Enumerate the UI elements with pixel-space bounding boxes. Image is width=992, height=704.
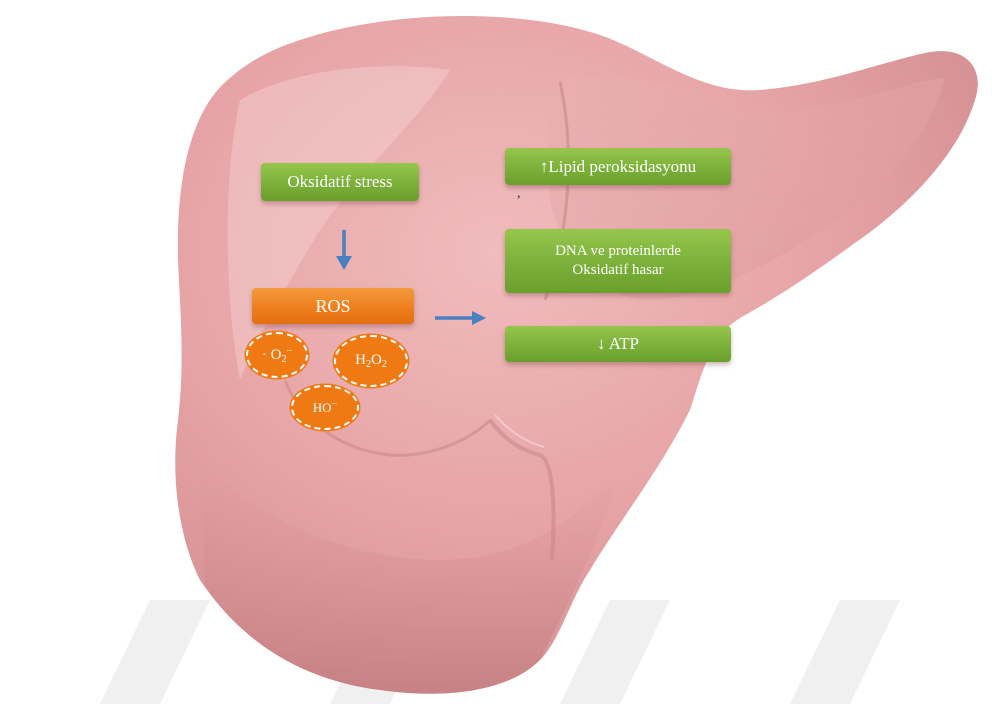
dna-damage-line-2: Oksidatif hasar	[572, 261, 663, 280]
dna-protein-damage-box: DNA ve proteinlerde Oksidatif hasar	[505, 229, 731, 293]
superoxide-label: · O2−	[262, 346, 292, 365]
superoxide-bubble: · O2−	[246, 332, 308, 378]
stray-mark: ,	[517, 186, 521, 202]
hydrogen-peroxide-label: H2O2	[355, 352, 387, 370]
hydroxide-label: HO−	[313, 399, 337, 416]
dna-damage-line-1: DNA ve proteinlerde	[555, 242, 681, 261]
lipid-peroxidation-box: ↑Lipid peroksidasyonu	[505, 148, 731, 185]
hydroxide-bubble: HO−	[291, 385, 359, 430]
lipid-peroxidation-label: ↑Lipid peroksidasyonu	[540, 157, 696, 177]
oxidative-stress-label: Oksidatif stress	[287, 172, 392, 192]
oxidative-stress-box: Oksidatif stress	[261, 163, 419, 201]
atp-decrease-label: ↓ ATP	[597, 334, 639, 354]
atp-decrease-box: ↓ ATP	[505, 326, 731, 362]
ros-box: ROS	[252, 288, 414, 324]
hydrogen-peroxide-bubble: H2O2	[334, 335, 408, 387]
ros-label: ROS	[315, 296, 350, 317]
